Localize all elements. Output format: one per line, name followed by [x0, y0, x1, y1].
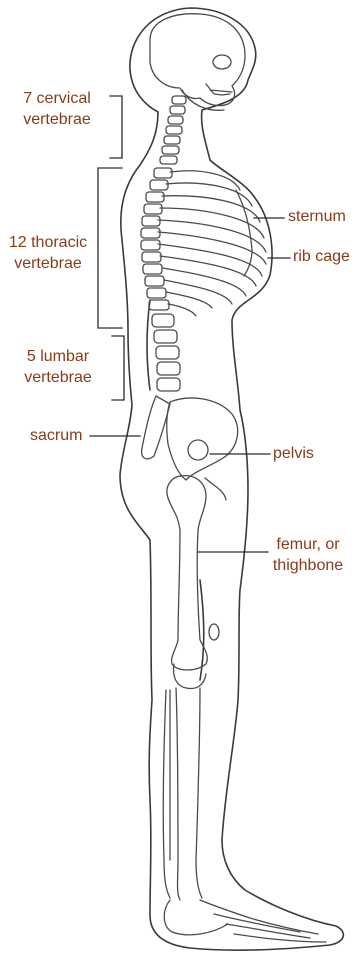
pelvis [167, 398, 238, 480]
sacrum [142, 396, 170, 459]
cervical-label-line2: vertebrae [4, 109, 110, 130]
cervical-label: 7 cervical vertebrae [4, 88, 110, 130]
body-outline [120, 8, 343, 950]
lumbar-label-line2: vertebrae [6, 367, 110, 388]
rib-cage-label-text: rib cage [293, 246, 350, 267]
sacrum-label-text: sacrum [30, 425, 82, 446]
pelvis-label-text: pelvis [273, 443, 314, 464]
lumbar-label: 5 lumbar vertebrae [6, 346, 110, 388]
femur [167, 476, 207, 670]
pelvis-label: pelvis [273, 443, 314, 464]
femur-label: femur, or thighbone [266, 534, 350, 576]
sternum-label-text: sternum [288, 206, 346, 227]
thoracic-label-line1: 12 thoracic [0, 232, 96, 253]
thoracic-vertebrae [141, 168, 172, 310]
rib-cage-label: rib cage [293, 246, 350, 267]
thoracic-label-line2: vertebrae [0, 253, 96, 274]
femur-label-line1: femur, or [266, 534, 350, 555]
femur-label-line2: thighbone [266, 555, 350, 576]
cervical-bracket [110, 96, 122, 158]
lumbar-bracket [112, 336, 124, 400]
thoracic-label: 12 thoracic vertebrae [0, 232, 96, 274]
lumbar-vertebrae [152, 314, 180, 391]
sternum-label: sternum [288, 206, 346, 227]
tibia [176, 688, 180, 900]
lumbar-label-line1: 5 lumbar [6, 346, 110, 367]
cervical-label-line1: 7 cervical [4, 88, 110, 109]
thoracic-bracket [98, 168, 122, 328]
fibula [163, 690, 170, 898]
foot-bones [164, 900, 326, 942]
cervical-vertebrae [160, 96, 186, 164]
sacrum-label: sacrum [30, 425, 82, 446]
rib-cage [158, 171, 266, 316]
